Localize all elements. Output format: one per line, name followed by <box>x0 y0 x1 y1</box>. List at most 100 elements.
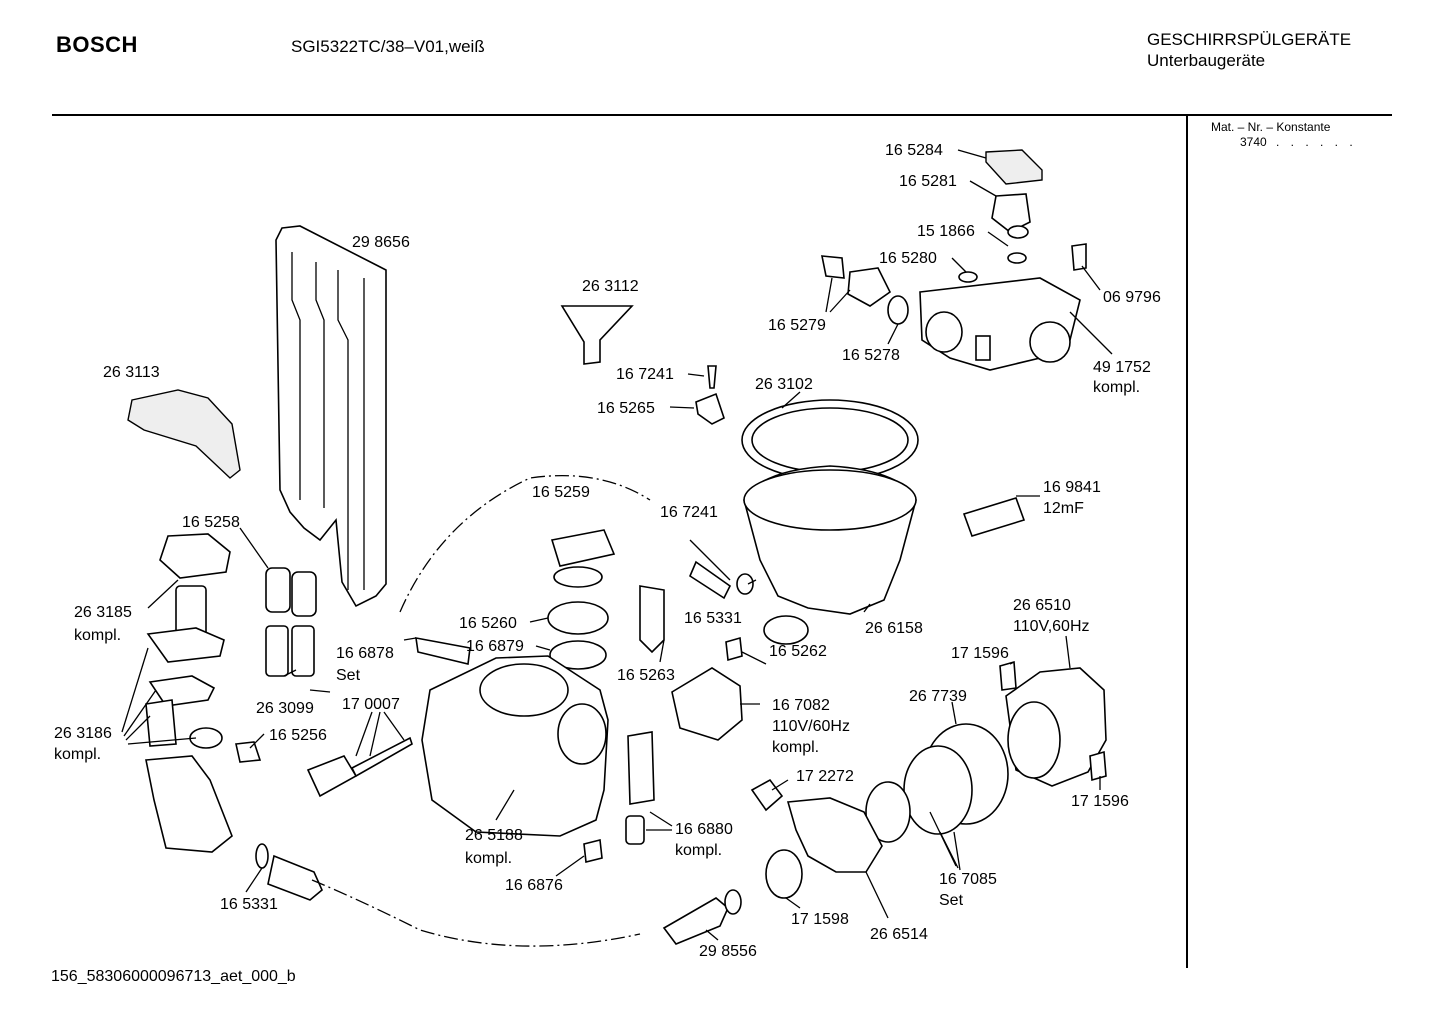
part-sump-rim <box>743 469 917 531</box>
part-oring-a <box>1007 252 1027 264</box>
mat-number-dots: . . . . . . <box>1276 135 1357 149</box>
label-265188-kompl: kompl. <box>465 850 512 867</box>
part-valve-cylinder-left <box>925 311 963 353</box>
label-263113: 26 3113 <box>103 364 160 381</box>
label-170007: 17 0007 <box>342 696 400 713</box>
part-motor-face <box>1007 701 1061 779</box>
part-clip-171596b <box>1089 750 1107 782</box>
label-171598: 17 1598 <box>791 911 849 928</box>
part-oring-165331 <box>736 573 754 595</box>
label-165279: 16 5279 <box>768 317 826 334</box>
label-165284: 16 5284 <box>885 142 943 159</box>
part-oring-298556 <box>724 889 742 915</box>
label-167085-set: Set <box>939 892 964 909</box>
part-holder-165263 <box>639 585 665 654</box>
label-165262: 16 5262 <box>769 643 827 660</box>
label-171596-bottom: 17 1596 <box>1071 793 1129 810</box>
part-float-housing <box>159 533 231 579</box>
label-263102: 26 3102 <box>755 376 813 393</box>
part-capacitor <box>962 497 1026 537</box>
label-166880-kompl: kompl. <box>675 842 722 859</box>
part-spring-b <box>291 625 315 677</box>
label-298556: 29 8556 <box>699 943 757 960</box>
label-266510-rating: 110V,60Hz <box>1013 618 1090 635</box>
part-seal-ring-inner <box>751 407 909 473</box>
category-subtitle: Unterbaugeräte <box>1147 51 1266 70</box>
part-holder-165256 <box>235 741 262 763</box>
part-cap-166880 <box>625 815 645 845</box>
mat-number-label: Mat. – Nr. – Konstante <box>1211 120 1331 134</box>
part-hose-298556 <box>662 897 729 945</box>
part-valve-cylinder-right <box>1029 321 1071 363</box>
part-clamp-ring <box>763 615 809 645</box>
leader-lines <box>121 149 1113 941</box>
label-165278: 16 5278 <box>842 347 900 364</box>
header-divider <box>52 114 1392 116</box>
part-seal-small <box>1007 225 1029 239</box>
label-169841-capacitance: 12mF <box>1043 500 1084 517</box>
label-263185-kompl: kompl. <box>74 627 121 644</box>
label-167241-top: 16 7241 <box>616 366 674 383</box>
part-softener-top <box>479 663 569 717</box>
label-166878: 16 6878 <box>336 645 394 662</box>
label-167082-kompl: kompl. <box>772 739 819 756</box>
part-labels: 16 5284 16 5281 15 1866 16 5280 06 9796 … <box>54 142 1161 960</box>
part-seal-171598 <box>765 849 803 899</box>
part-softener-spring <box>557 703 607 765</box>
label-167085: 16 7085 <box>939 871 997 888</box>
part-oring-b <box>958 271 978 283</box>
label-169841: 16 9841 <box>1043 479 1101 496</box>
label-265188: 26 5188 <box>465 827 523 844</box>
part-valve-stud <box>975 335 991 361</box>
part-heater-inner <box>291 252 365 590</box>
label-263186-kompl: kompl. <box>54 746 101 763</box>
label-165260: 16 5260 <box>459 615 517 632</box>
label-263112: 26 3112 <box>582 278 639 295</box>
part-clip-165262 <box>725 636 743 662</box>
part-cover-263113 <box>127 389 241 479</box>
part-lever-263186 <box>146 627 225 663</box>
label-167241-mid: 16 7241 <box>660 504 718 521</box>
label-166876: 16 6876 <box>505 877 563 894</box>
part-ring-165260a <box>553 566 603 588</box>
label-491752: 49 1752 <box>1093 359 1151 376</box>
part-hose-165331b <box>267 854 323 901</box>
part-seal-167085 <box>903 745 973 835</box>
part-cover-cap <box>985 149 1043 185</box>
part-pin-170007 <box>350 736 413 778</box>
label-167082-rating: 110V/60Hz <box>772 718 850 735</box>
part-valve-body <box>847 267 892 307</box>
label-151866: 15 1866 <box>917 223 975 240</box>
part-oring-bottom <box>255 843 269 869</box>
label-165331-mid: 16 5331 <box>684 610 742 627</box>
part-clamp-172272 <box>750 778 784 812</box>
part-clip-166876 <box>583 839 603 863</box>
label-166878-set: Set <box>336 667 361 684</box>
model-number: SGI5322TC/38–V01,weiß <box>291 37 485 56</box>
label-165263: 16 5263 <box>617 667 675 684</box>
document-id: 156_58306000096713_aet_000_b <box>51 968 296 985</box>
label-165258: 16 5258 <box>182 514 240 531</box>
label-263185: 26 3185 <box>74 604 132 621</box>
parts-drawings <box>127 149 1107 945</box>
part-plug-set <box>415 637 471 665</box>
part-clip-165265 <box>695 392 725 425</box>
label-167082: 16 7082 <box>772 697 830 714</box>
label-165265: 16 5265 <box>597 400 655 417</box>
label-263099: 26 3099 <box>256 700 314 717</box>
label-298656: 29 8656 <box>352 234 410 251</box>
part-spring-a <box>265 625 289 677</box>
label-166880: 16 6880 <box>675 821 733 838</box>
label-267739: 26 7739 <box>909 688 967 705</box>
label-263186: 26 3186 <box>54 725 112 742</box>
category-title: GESCHIRRSPÜLGERÄTE <box>1147 30 1352 49</box>
brand-logo: BOSCH <box>56 32 138 57</box>
part-bushing-a <box>265 567 291 613</box>
part-clip-171596a <box>999 660 1017 691</box>
sidebar-divider <box>1186 116 1188 968</box>
label-165280: 16 5280 <box>879 250 937 267</box>
label-491752-kompl: kompl. <box>1093 379 1140 396</box>
label-165259: 16 5259 <box>532 484 590 501</box>
part-cap-165259 <box>550 529 616 567</box>
